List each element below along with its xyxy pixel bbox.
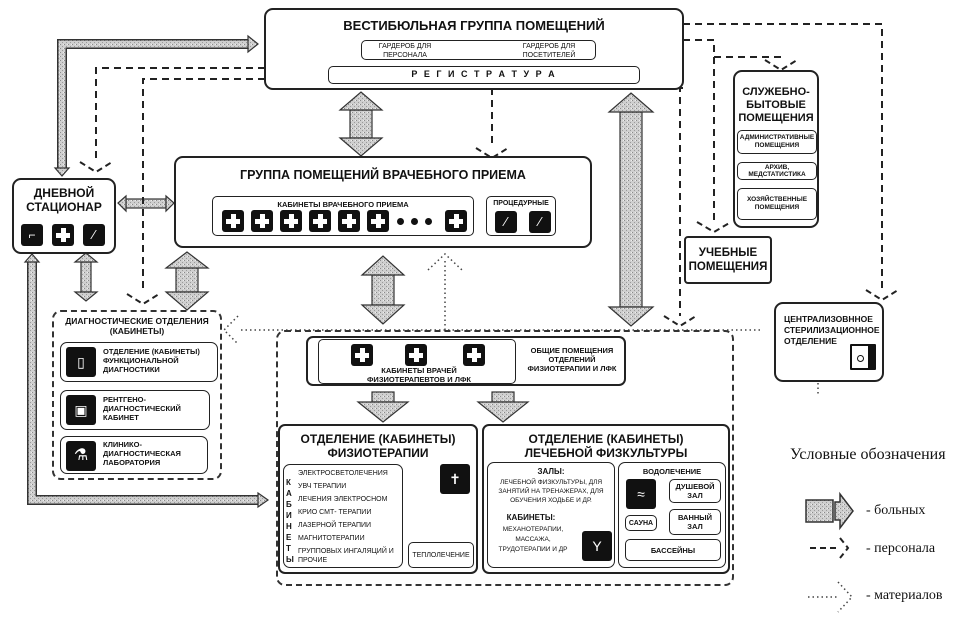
day-hospital[interactable]: ДНЕВНОЙ СТАЦИОНАР ⌐ ⁄ <box>12 178 116 254</box>
autoclave-icon <box>850 344 876 370</box>
medical-cross-icon <box>309 210 331 232</box>
heat-therapy: ТЕПЛОЛЕЧЕНИЕ <box>408 542 474 568</box>
physio-cabinet: ЭЛЕКТРОСВЕТОЛЕЧЕНИЯ <box>298 470 388 477</box>
syringe-icon: ⁄ <box>529 211 551 233</box>
arrowhead <box>247 34 259 54</box>
service-item: ХОЗЯЙСТВЕННЫЕ ПОМЕЩЕНИЯ <box>737 188 817 220</box>
service-item: АРХИВ, МЕДСТАТИСТИКА <box>737 162 817 180</box>
syringe-icon: ⁄ <box>83 224 105 246</box>
legend-materials-line <box>808 581 854 613</box>
service-item: АДМИНИСТРАТИВНЫЕ ПОМЕЩЕНИЯ <box>737 130 817 154</box>
diagnostics-item: ▯ ОТДЕЛЕНИЕ (КАБИНЕТЫ) ФУНКЦИОНАЛЬНОЙ ДИ… <box>60 342 218 382</box>
legend-title: Условные обозначения <box>790 446 946 463</box>
medical-cross-icon <box>222 210 244 232</box>
physio-common-label: ОБЩИЕ ПОМЕЩЕНИЯ ОТДЕЛЕНИЙ ФИЗИОТЕРАПИИ И… <box>527 346 617 373</box>
legend-staff: - персонала <box>866 541 936 556</box>
physiotherapy-dept[interactable]: ОТДЕЛЕНИЕ (КАБИНЕТЫ) ФИЗИОТЕРАПИИ КАБИНЕ… <box>278 424 478 574</box>
ecg-icon: ▯ <box>66 347 96 377</box>
vestibule-group[interactable]: ВЕСТИБЮЛЬНАЯ ГРУППА ПОМЕЩЕНИЙ ГАРДЕРОБ Д… <box>264 8 684 90</box>
medical-cross-icon <box>251 210 273 232</box>
physio-cabinets-list: КАБИНЕТЫ ЭЛЕКТРОСВЕТОЛЕЧЕНИЯ УВЧ ТЕРАПИИ… <box>283 464 403 568</box>
legend-patient-arrow <box>805 491 854 531</box>
training-title: УЧЕБНЫЕ ПОМЕЩЕНИЯ <box>688 247 768 273</box>
diagnostics-group[interactable]: ДИАГНОСТИЧЕСКИЕ ОТДЕЛЕНИЯ (КАБИНЕТЫ) ▯ О… <box>52 310 222 480</box>
physio-cabinet: ЛАЗЕРНОЙ ТЕРАПИИ <box>298 522 372 529</box>
registry: Р Е Г И С Т Р А Т У Р А <box>328 66 640 84</box>
hydrotherapy: ВОДОЛЕЧЕНИЕ ≈ ДУШЕВОЙ ЗАЛ САУНА ВАННЫЙ З… <box>618 462 726 568</box>
syringe-icon: ⁄ <box>495 211 517 233</box>
diagnostics-item: ▣ РЕНТГЕНО-ДИАГНОСТИЧЕСКИЙ КАБИНЕТ <box>60 390 210 430</box>
physio-lfk-group[interactable] <box>276 330 734 586</box>
legend-materials: - материалов <box>866 588 943 603</box>
medical-cross-icon <box>280 210 302 232</box>
ellipsis-dot <box>397 218 404 225</box>
reception-title: ГРУППА ПОМЕЩЕНИЙ ВРАЧЕБНОГО ПРИЕМА <box>240 168 526 182</box>
flask-icon: ⚗ <box>66 441 96 471</box>
medical-cross-icon <box>52 224 74 246</box>
bath-hall: ВАННЫЙ ЗАЛ <box>669 509 721 535</box>
medical-cross-icon <box>405 344 427 366</box>
hydrotherapy-icon: ≈ <box>626 479 656 509</box>
shower-hall: ДУШЕВОЙ ЗАЛ <box>669 479 721 503</box>
legend-patients: - больных <box>866 503 926 518</box>
bed-icon: ⌐ <box>21 224 43 246</box>
physio-cabinet: УВЧ ТЕРАПИИ <box>298 483 347 490</box>
pools: БАССЕЙНЫ <box>625 539 721 561</box>
medical-cross-icon <box>367 210 389 232</box>
patient-flow-day-hospital-to-vestibule <box>57 39 248 168</box>
wardrobe-visitors: ГАРДЕРОБ ДЛЯ ПОСЕТИТЕЛЕЙ <box>522 43 576 59</box>
physio-cabinet: КРИО СМТ- ТЕРАПИИ <box>298 509 372 516</box>
xray-icon: ▣ <box>66 395 96 425</box>
massage-icon: Y <box>582 531 612 561</box>
medical-cross-icon <box>351 344 373 366</box>
sterilization-title: ЦЕНТРАЛИЗОВННОЕ СТЕРИЛИЗАЦИОННОЕ ОТДЕЛЕН… <box>784 314 880 346</box>
vestibule-title: ВЕСТИБЮЛЬНАЯ ГРУППА ПОМЕЩЕНИЙ <box>343 18 605 33</box>
diagnostics-title: ДИАГНОСТИЧЕСКИЕ ОТДЕЛЕНИЯ (КАБИНЕТЫ) <box>65 316 209 336</box>
service-title: СЛУЖЕБНО-БЫТОВЫЕ ПОМЕЩЕНИЯ <box>738 86 814 124</box>
wardrobe-box: ГАРДЕРОБ ДЛЯ ПЕРСОНАЛА ГАРДЕРОБ ДЛЯ ПОСЕ… <box>361 40 596 60</box>
wardrobe-staff: ГАРДЕРОБ ДЛЯ ПЕРСОНАЛА <box>378 43 432 59</box>
adult-child-icon: ✝ <box>440 464 470 494</box>
diagnostics-item: ⚗ КЛИНИКО-ДИАГНОСТИЧЕСКАЯ ЛАБОРАТОРИЯ <box>60 436 208 474</box>
cabinets-vertical-label: КАБИНЕТЫ <box>286 478 294 564</box>
physiotherapy-title: ОТДЕЛЕНИЕ (КАБИНЕТЫ) ФИЗИОТЕРАПИИ <box>300 432 456 460</box>
arrowhead <box>53 167 71 177</box>
legend-staff-line <box>810 537 850 559</box>
ellipsis-dot <box>425 218 432 225</box>
sterilization-dept[interactable]: ЦЕНТРАЛИЗОВННОЕ СТЕРИЛИЗАЦИОННОЕ ОТДЕЛЕН… <box>774 302 884 382</box>
medical-cross-icon <box>445 210 467 232</box>
sauna: САУНА <box>625 515 657 531</box>
exercise-title: ОТДЕЛЕНИЕ (КАБИНЕТЫ) ЛЕЧЕБНОЙ ФИЗКУЛЬТУР… <box>524 432 688 460</box>
procedure-rooms: ПРОЦЕДУРНЫЕ ⁄ ⁄ <box>486 196 556 236</box>
ellipsis-dot <box>411 218 418 225</box>
medical-cross-icon <box>463 344 485 366</box>
physio-cabinet: ГРУППОВЫХ ИНГАЛЯЦИЙ И ПРОЧИЕ <box>298 548 394 564</box>
physio-doctor-offices: КАБИНЕТЫ ВРАЧЕЙ ФИЗИОТЕРАПЕВТОВ И ЛФК <box>318 339 516 384</box>
service-rooms[interactable]: СЛУЖЕБНО-БЫТОВЫЕ ПОМЕЩЕНИЯ АДМИНИСТРАТИВ… <box>733 70 819 228</box>
medical-cross-icon <box>338 210 360 232</box>
physio-cabinet: МАГНИТОТЕРАПИИ <box>298 535 365 542</box>
training-rooms[interactable]: УЧЕБНЫЕ ПОМЕЩЕНИЯ <box>684 236 772 284</box>
reception-group[interactable]: ГРУППА ПОМЕЩЕНИЙ ВРАЧЕБНОГО ПРИЕМА КАБИН… <box>174 156 592 248</box>
day-hospital-title: ДНЕВНОЙ СТАЦИОНАР <box>26 186 102 214</box>
physio-cabinet: ЛЕЧЕНИЯ ЭЛЕКТРОСНОМ <box>298 496 388 503</box>
exercise-halls: ЗАЛЫ: ЛЕЧЕБНОЙ ФИЗКУЛЬТУРЫ, ДЛЯ ЗАНЯТИЙ … <box>487 462 615 568</box>
exercise-therapy-dept[interactable]: ОТДЕЛЕНИЕ (КАБИНЕТЫ) ЛЕЧЕБНОЙ ФИЗКУЛЬТУР… <box>482 424 730 574</box>
physio-common-rooms[interactable]: КАБИНЕТЫ ВРАЧЕЙ ФИЗИОТЕРАПЕВТОВ И ЛФК ОБ… <box>306 336 626 386</box>
doctor-offices: КАБИНЕТЫ ВРАЧЕБНОГО ПРИЕМА <box>212 196 474 236</box>
